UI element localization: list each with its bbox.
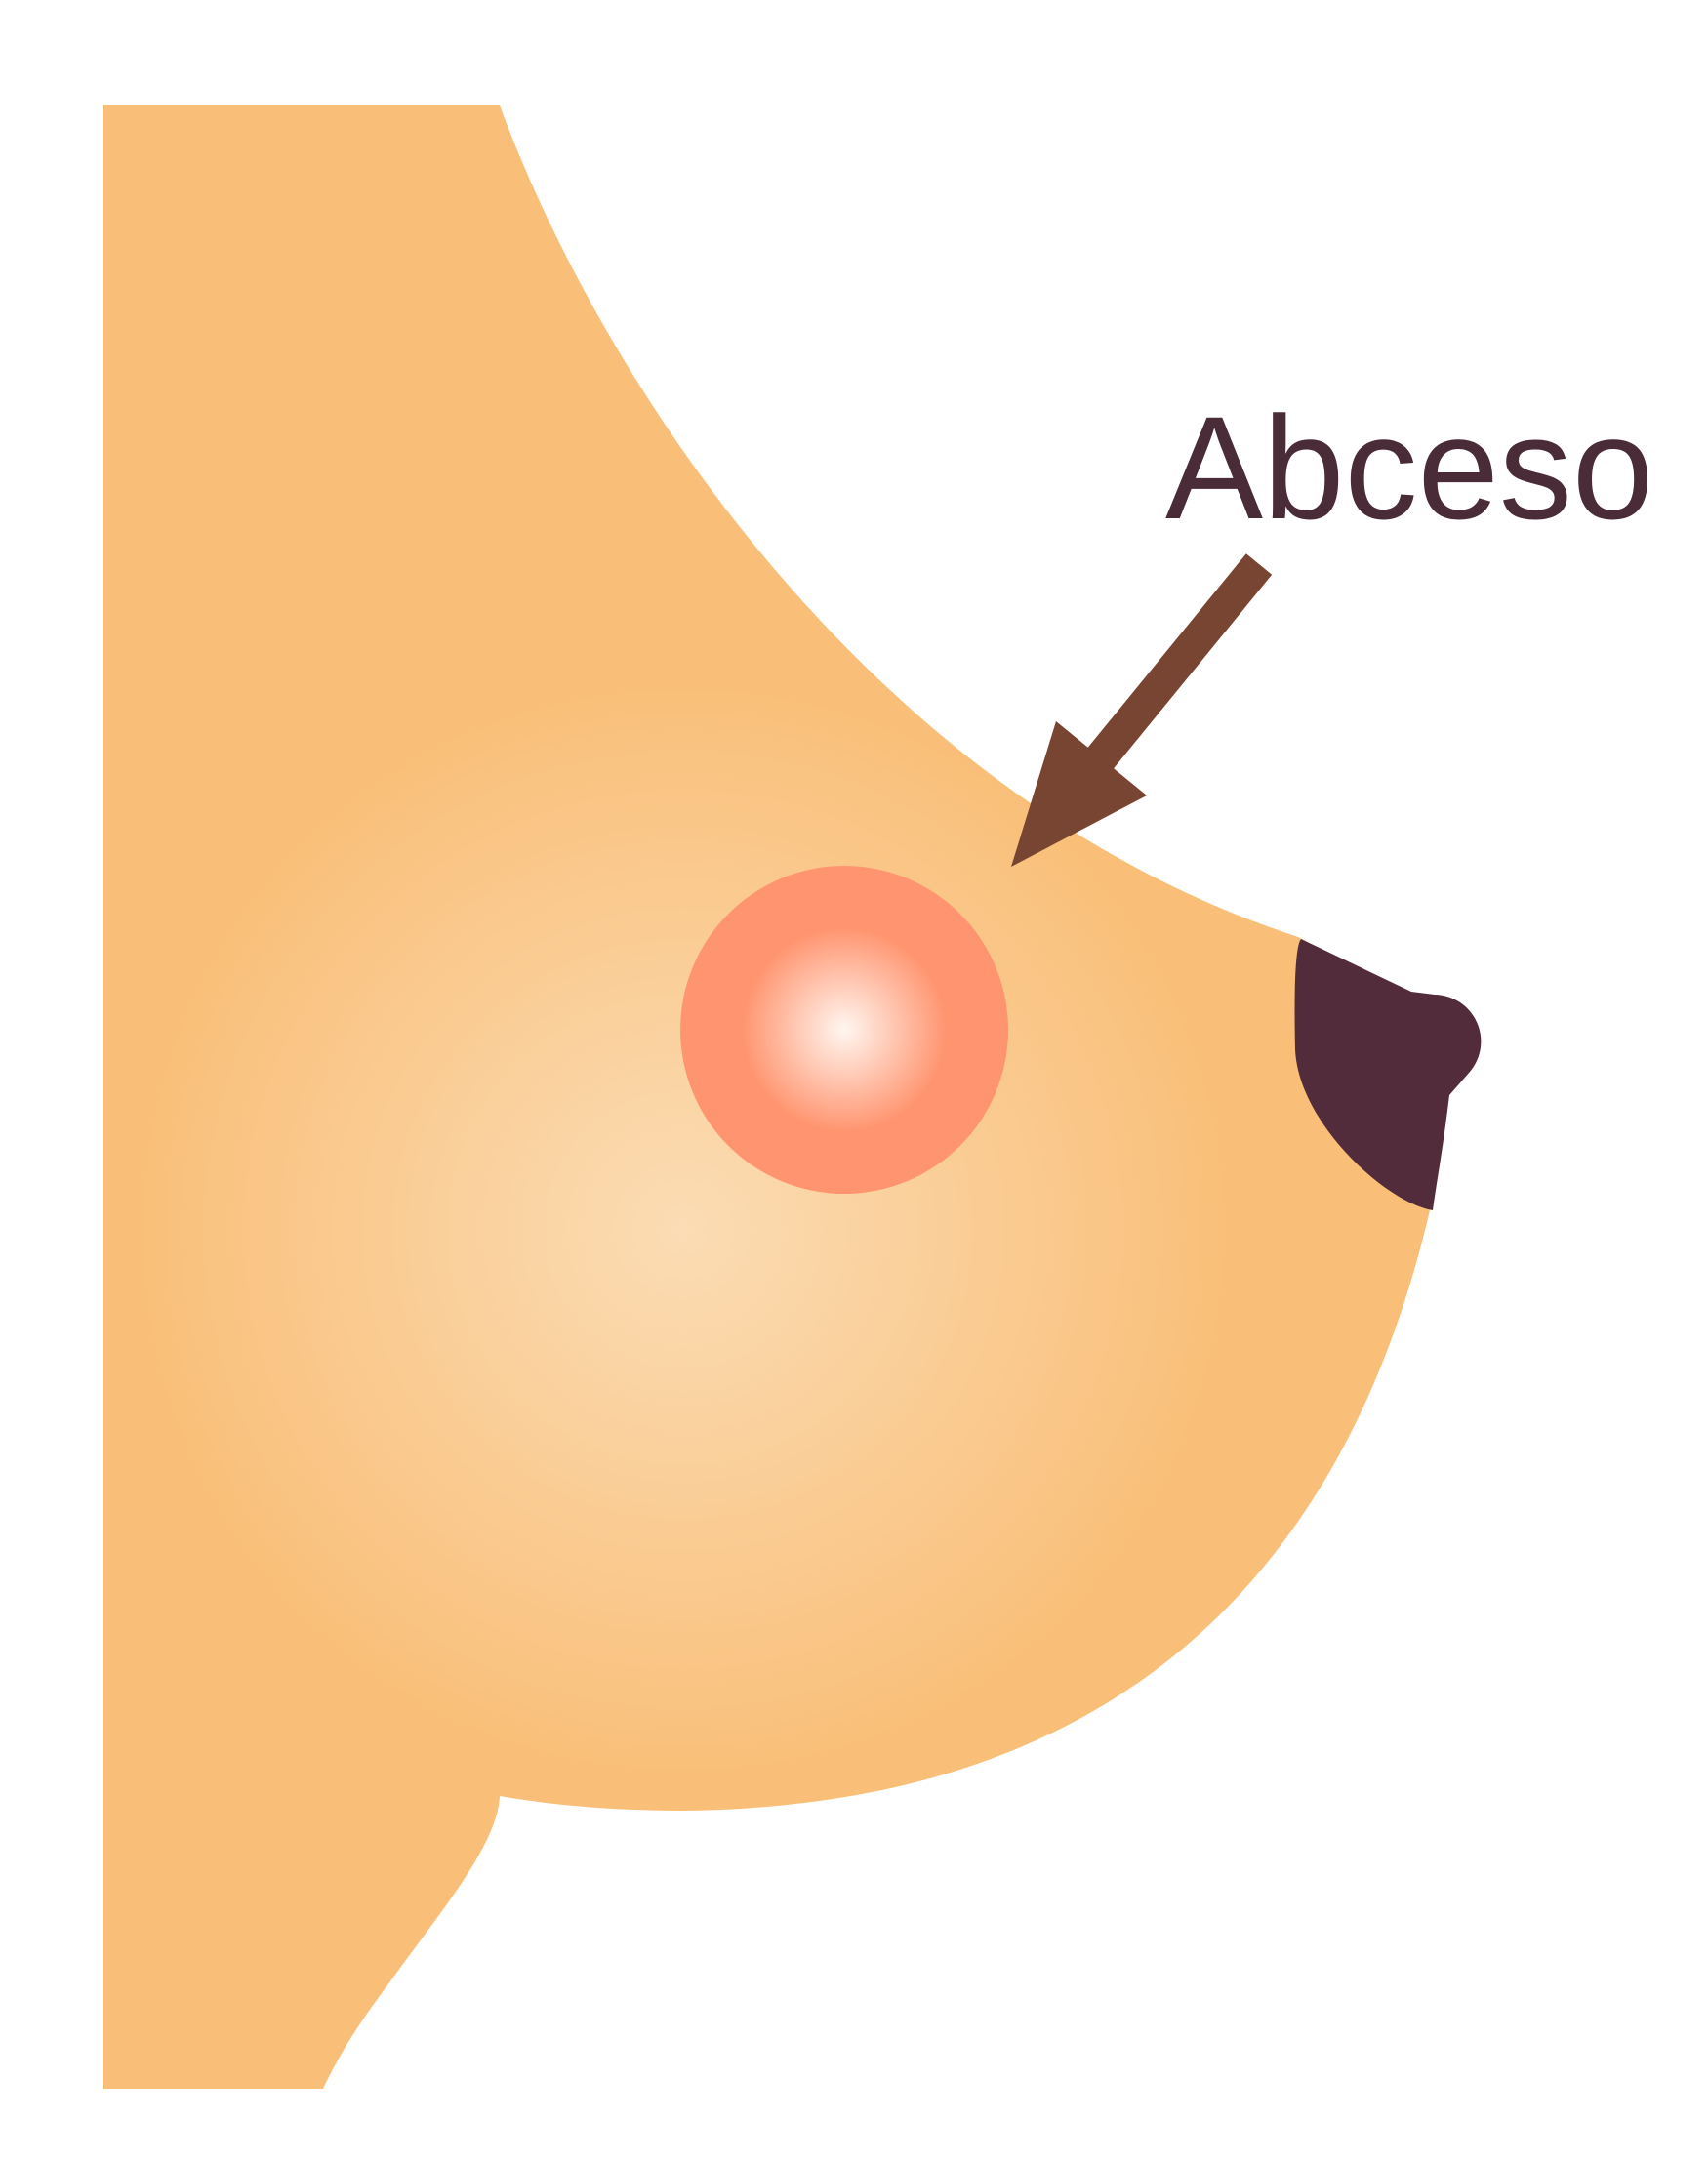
arrow-shaft	[1084, 553, 1273, 772]
pointer-arrow	[1011, 553, 1273, 867]
arrow-head	[1011, 721, 1147, 867]
abscess-circle	[680, 866, 1008, 1194]
nipple-shape	[1294, 939, 1482, 1210]
abscess-label: Abceso	[1165, 386, 1653, 550]
